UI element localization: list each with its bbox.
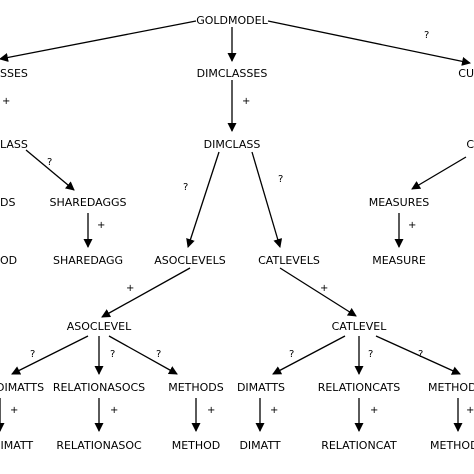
node-method-asoc: METHOD xyxy=(172,439,221,452)
node-method-left: OD xyxy=(0,254,17,267)
edge-dimclass-catlevels xyxy=(251,151,283,248)
node-dims-left: DS xyxy=(0,196,15,209)
label-optional-asoclevels: ? xyxy=(183,182,188,193)
node-asoclevels: ASOCLEVELS xyxy=(154,254,226,267)
edge-goldmodel-dimclasses-left xyxy=(0,20,197,62)
label-multiple-method-asoc: + xyxy=(207,405,215,416)
label-multiple-method-cat: + xyxy=(466,405,474,416)
edge-asoclevel-methods xyxy=(108,335,178,375)
node-cubeclass-right: C xyxy=(466,138,474,151)
node-dimclasses-left: SSES xyxy=(0,67,28,80)
edge-goldmodel-cubeclasses xyxy=(267,20,471,66)
node-methods-cat: METHOD xyxy=(428,381,474,394)
label-multiple-dimatt-cat: + xyxy=(270,405,278,416)
label-optional-sharedaggs: ? xyxy=(47,157,52,168)
edges xyxy=(0,20,471,432)
label-multiple-relationcat: + xyxy=(370,405,378,416)
node-dimclass: DIMCLASS xyxy=(204,138,261,151)
edge-asoclevel-dimatts xyxy=(11,335,89,375)
edge-asoclevels-asoclevel xyxy=(101,267,191,318)
node-relationasoc: RELATIONASOC xyxy=(56,439,142,452)
label-multiple-sharedagg: + xyxy=(97,220,105,231)
label-optional-asoc-relationasocs: ? xyxy=(110,349,115,360)
node-goldmodel: GOLDMODEL xyxy=(196,14,268,27)
node-catlevels: CATLEVELS xyxy=(258,254,320,267)
node-dimatts-cat: DIMATTS xyxy=(237,381,285,394)
edge-catlevels-catlevel xyxy=(279,267,357,317)
node-catlevel: CATLEVEL xyxy=(332,320,388,333)
label-optional-cat-dimatts: ? xyxy=(289,349,294,360)
edge-dimclass-sharedaggs xyxy=(25,149,75,191)
label-multiple-relationasoc: + xyxy=(110,405,118,416)
node-dimatt-asoc: DIMATT xyxy=(0,439,33,452)
label-optional-asoc-dimatts: ? xyxy=(30,349,35,360)
node-asoclevel: ASOCLEVEL xyxy=(67,320,132,333)
label-optional-cat-relationcats: ? xyxy=(368,349,373,360)
node-method-cat: METHOD xyxy=(430,439,474,452)
label-multiple-dimclasses: + xyxy=(242,96,250,107)
label-optional-asoc-methods: ? xyxy=(156,349,161,360)
node-dimclasses: DIMCLASSES xyxy=(197,67,268,80)
node-relationcat: RELATIONCAT xyxy=(321,439,397,452)
label-multiple-left: + xyxy=(2,96,10,107)
label-multiple-measure: + xyxy=(408,220,416,231)
node-measure: MEASURE xyxy=(372,254,426,267)
node-cubeclasses-right: CU xyxy=(458,67,474,80)
edge-labels: ? + + ? ? ? + + + + ? ? ? ? ? ? + + + + … xyxy=(2,30,474,416)
edge-cubeclass-measures xyxy=(411,156,467,190)
node-methods-asoc: METHODS xyxy=(168,381,224,394)
nodes: GOLDMODEL SSES DIMCLASSES CU LASS DIMCLA… xyxy=(0,14,474,452)
node-sharedaggs: SHAREDAGGS xyxy=(49,196,126,209)
edge-catlevel-dimatts xyxy=(272,335,346,375)
node-relationasocs: RELATIONASOCS xyxy=(53,381,145,394)
edge-dimclass-asoclevels xyxy=(186,151,220,248)
edge-catlevel-methods xyxy=(375,335,461,375)
node-dimatts-asoc: DIMATTS xyxy=(0,381,44,394)
label-multiple-asoclevel: + xyxy=(126,283,134,294)
label-optional-catlevels: ? xyxy=(278,174,283,185)
node-relationcats: RELATIONCATS xyxy=(318,381,401,394)
node-sharedagg: SHAREDAGG xyxy=(53,254,123,267)
label-optional-cubeclasses: ? xyxy=(424,30,429,41)
label-optional-cat-methods: ? xyxy=(418,349,423,360)
node-dimatt-cat: DIMATT xyxy=(239,439,280,452)
node-dimclass-left: LASS xyxy=(0,138,28,151)
label-multiple-dimatt-asoc: + xyxy=(10,405,18,416)
node-measures: MEASURES xyxy=(369,196,430,209)
label-multiple-catlevel: + xyxy=(320,283,328,294)
